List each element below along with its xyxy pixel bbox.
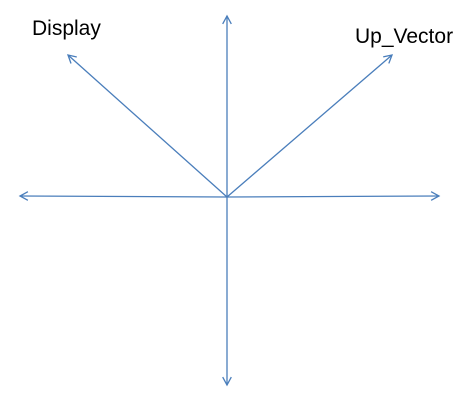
up-axis-arrowhead	[222, 14, 232, 25]
up-vector-arrow	[226, 54, 394, 198]
down-axis-arrow	[222, 197, 232, 387]
right-axis-arrowhead	[430, 191, 441, 201]
down-axis-arrowhead	[222, 376, 232, 387]
left-axis-arrow	[18, 191, 228, 201]
display-vector-arrow	[66, 54, 228, 198]
right-axis-shaft	[226, 195, 440, 198]
right-axis-arrow	[226, 191, 441, 201]
display-vector-shaft	[67, 54, 228, 198]
up-vector-arrowhead	[383, 54, 394, 64]
left-axis-arrowhead	[18, 191, 29, 201]
vector-lines	[18, 14, 441, 387]
up-vector-shaft	[226, 54, 393, 198]
left-axis-shaft	[19, 195, 228, 198]
display-label: Display	[32, 17, 101, 40]
up-axis-arrow	[222, 14, 232, 197]
up-vector-label: Up_Vector	[355, 25, 453, 48]
display-vector-arrowhead	[66, 54, 77, 64]
